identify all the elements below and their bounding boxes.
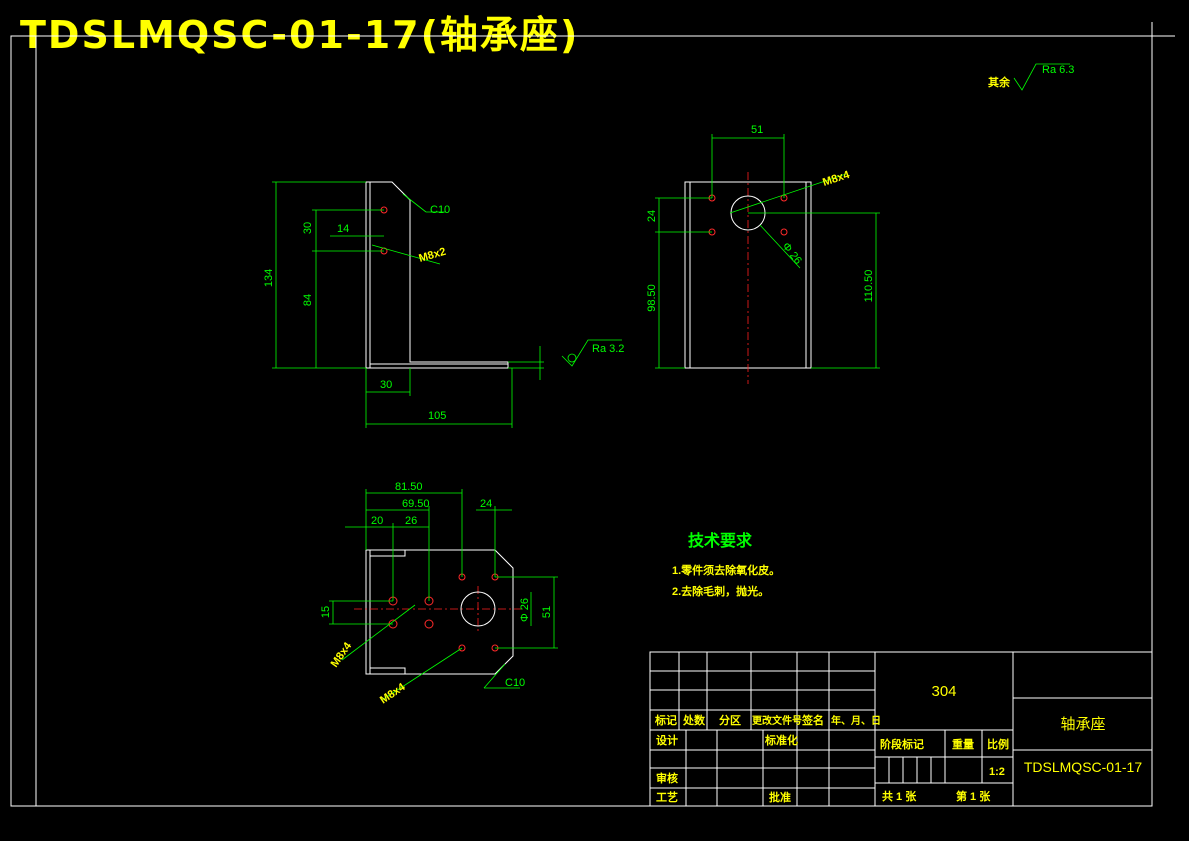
tb-part-name: 轴承座	[1060, 716, 1105, 733]
tb-scale-label: 比例	[987, 737, 1009, 751]
dim-hole-y: 24	[646, 210, 658, 222]
leader	[341, 604, 416, 661]
dim-hole-x: 14	[337, 223, 349, 235]
leader	[402, 193, 427, 213]
tb-drawing-no: TDSLMQSC-01-17	[1024, 759, 1142, 775]
bore	[460, 591, 496, 627]
dim-g: 51	[541, 606, 553, 618]
inner-frame	[35, 35, 1153, 807]
dim-left-h: 98.50	[646, 284, 658, 312]
leader	[729, 173, 847, 214]
title-block: 304 轴承座 TDSLMQSC-01-17 标记 处数 分区 更改文件号 签名…	[649, 651, 1153, 807]
dim-c: 24	[480, 498, 492, 510]
dim-e: 26	[405, 515, 417, 527]
thread-label: M8x4	[821, 169, 852, 189]
roughness-general-value: Ra 6.3	[1042, 64, 1074, 76]
tb-approve: 批准	[769, 790, 791, 804]
dim-top: 51	[751, 124, 763, 136]
tb-hdr-sign: 签名	[801, 713, 824, 727]
leader	[759, 224, 801, 269]
tech-line-2: 2.去除毛刺，抛光。	[672, 584, 769, 598]
roughness-circle	[567, 353, 577, 363]
tech-heading: 技术要求	[688, 531, 753, 550]
dim-height: 134	[263, 269, 275, 287]
thread-label-a: M8x4	[329, 640, 355, 670]
tb-hdr-mark: 标记	[654, 713, 677, 727]
bracket-outline	[365, 181, 509, 369]
tb-design: 设计	[656, 733, 678, 747]
dim-length: 105	[428, 410, 446, 422]
hole	[424, 619, 434, 629]
tb-review: 审核	[656, 771, 678, 785]
tb-sheet-no: 第 1 张	[956, 789, 991, 803]
dim-f: 15	[320, 606, 332, 618]
tb-hdr-count: 处数	[682, 713, 706, 727]
plate-outline	[365, 549, 514, 675]
leader	[381, 647, 463, 701]
side-view: 134 30 84 14 C10 M8x2 30 105 Ra 3.2	[263, 181, 624, 428]
leader	[371, 244, 441, 265]
outer-frame	[10, 35, 1153, 807]
dim-a: 81.50	[395, 481, 423, 493]
tb-hdr-doc: 更改文件号	[752, 714, 802, 727]
diameter-label: Φ 26	[780, 240, 804, 266]
tech-line-1: 1.零件须去除氧化皮。	[672, 563, 780, 577]
tb-hdr-zone: 分区	[719, 713, 741, 727]
tb-stage: 阶段标记	[880, 737, 924, 751]
tb-standard: 标准化	[764, 733, 798, 747]
leader	[483, 663, 506, 689]
tb-weight: 重量	[952, 737, 974, 751]
top-view: 81.50 69.50 24 20 26 15 Φ 26 51 M8x4 M8x…	[320, 481, 558, 706]
dim-b: 69.50	[402, 498, 430, 510]
bend-edge	[370, 550, 406, 557]
roughness-general-label: 其余	[988, 75, 1011, 89]
dim-upper: 30	[302, 222, 314, 234]
diameter-label: Φ 26	[519, 598, 531, 622]
title-block-frame	[649, 651, 1153, 807]
dim-lower: 84	[302, 294, 314, 306]
tb-material: 304	[931, 683, 956, 700]
hole	[780, 228, 788, 236]
bend-edge	[370, 667, 406, 674]
chamfer-label: C10	[430, 204, 450, 216]
dim-d: 20	[371, 515, 383, 527]
tb-sheets-total: 共 1 张	[882, 789, 917, 803]
front-view: 51 24 98.50 110.50 M8x4 Φ 26	[646, 124, 880, 384]
roughness-side-value: Ra 3.2	[592, 343, 624, 355]
roughness-symbol	[561, 339, 622, 367]
dim-flange: 30	[380, 379, 392, 391]
thread-label-b: M8x4	[378, 681, 408, 707]
tb-scale: 1:2	[989, 766, 1005, 778]
tb-process: 工艺	[656, 790, 678, 804]
roughness-symbol	[1013, 63, 1070, 91]
tb-hdr-date: 年、月、日	[831, 714, 881, 727]
dim-right-h: 110.50	[863, 270, 875, 303]
drawing-title: TDSLMQSC-01-17(轴承座)	[20, 13, 580, 57]
chamfer-label: C10	[505, 677, 525, 689]
